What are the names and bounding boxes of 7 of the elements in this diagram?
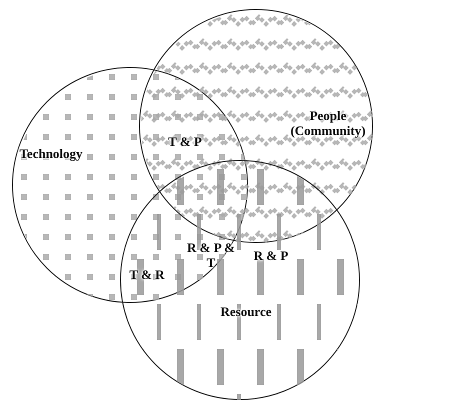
venn-circle [120,160,360,400]
overlap-label: R & P [252,249,290,264]
overlap-label: T & R [128,268,166,283]
circle-label: Technology [18,147,84,162]
circle-label: Resource [219,305,273,320]
overlap-label: T & P [167,135,203,150]
circle-label: People (Community) [289,109,367,139]
